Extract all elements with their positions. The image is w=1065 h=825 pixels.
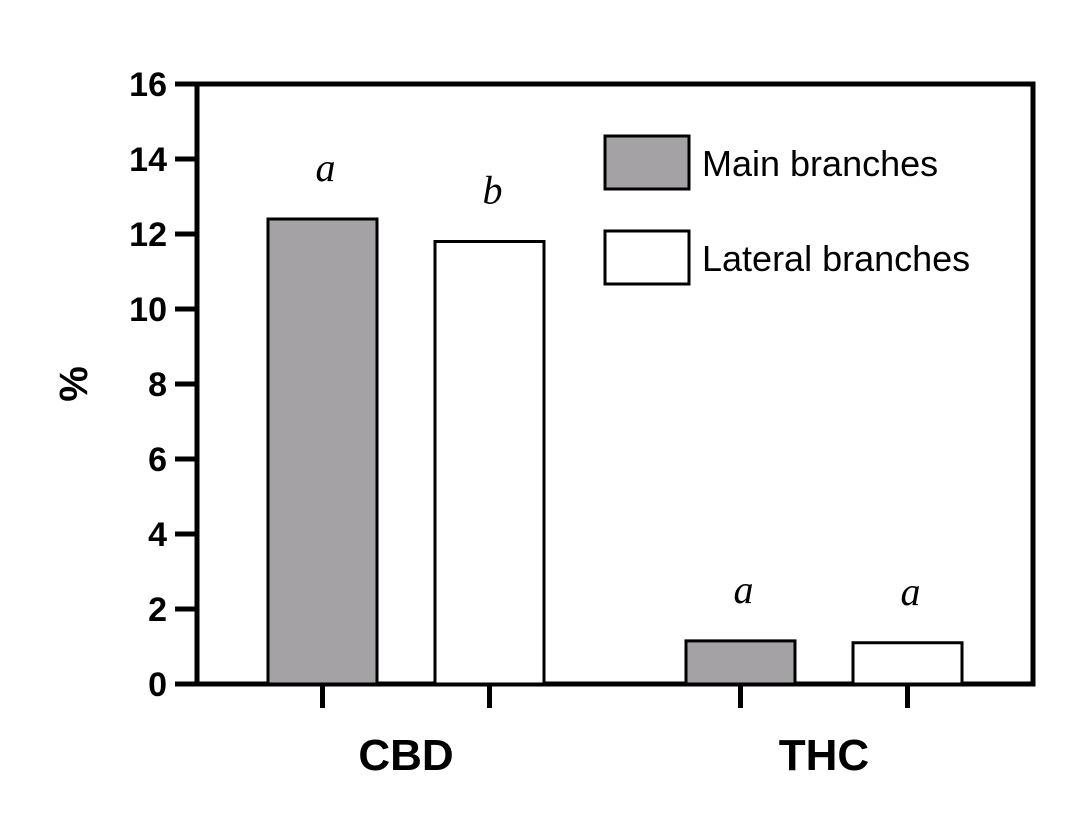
y-tick-label: 10	[129, 291, 167, 329]
x-category-label: THC	[779, 731, 869, 780]
legend-label: Main branches	[702, 143, 938, 184]
x-category-label: CBD	[358, 731, 453, 780]
legend-swatch	[603, 229, 691, 286]
y-tick-label: 8	[148, 366, 167, 404]
significance-letter: a	[734, 567, 754, 612]
bar-thc-0	[684, 639, 797, 686]
x-axis: CBD THC	[320, 684, 910, 780]
y-axis-title: %	[52, 366, 96, 402]
significance-labels: a b a a	[316, 145, 921, 614]
y-tick-label: 6	[148, 441, 167, 479]
y-axis: 0 2 4 6 8 10 12 14 16	[129, 66, 197, 704]
y-tick-label: 2	[148, 591, 167, 629]
y-tick-label: 0	[148, 666, 167, 704]
y-tick-label: 14	[129, 141, 167, 179]
bars	[266, 217, 964, 686]
y-tick-label: 12	[129, 216, 167, 254]
legend-label: Lateral branches	[702, 238, 970, 279]
y-tick-label: 4	[148, 516, 167, 554]
significance-letter: a	[901, 569, 921, 614]
bar-cbd-0	[266, 217, 379, 686]
y-tick-label: 16	[129, 66, 167, 104]
legend-swatch	[603, 134, 691, 191]
bar-thc-1	[851, 641, 964, 686]
bar-cbd-1	[433, 240, 546, 686]
significance-letter: b	[483, 168, 503, 213]
significance-letter: a	[316, 145, 336, 190]
